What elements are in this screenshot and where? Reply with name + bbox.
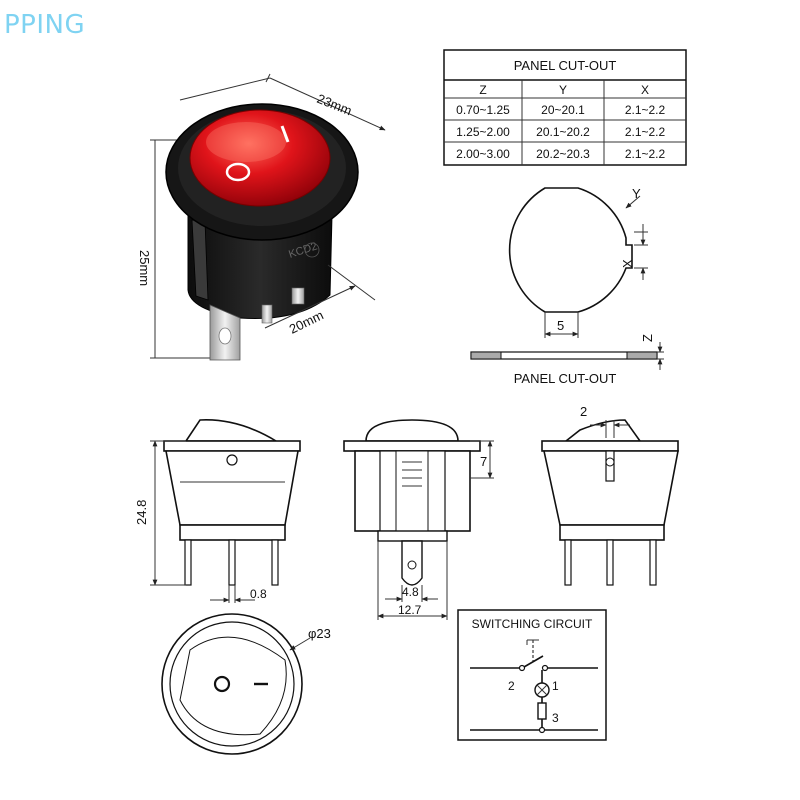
cutout-label-5: 5 <box>557 318 564 333</box>
top-view: φ23 <box>161 613 331 755</box>
terminal-pin-mid <box>261 304 273 324</box>
pin <box>606 539 614 586</box>
circuit-terminal-2: 2 <box>508 679 515 693</box>
panel-cutout-table: PANEL CUT-OUT Z Y X 0.70~1.25 20~20.1 2.… <box>443 49 687 166</box>
table-cell: 2.00~3.00 <box>456 147 510 161</box>
dim-pin-width: 0.8 <box>250 587 267 601</box>
table-header-y: Y <box>559 83 567 97</box>
right-view: 2 <box>541 404 679 586</box>
dim-line-width <box>179 77 271 101</box>
circuit-terminal-1: 1 <box>552 679 559 693</box>
dim-diameter: φ23 <box>308 626 331 641</box>
table-cell: 1.25~2.00 <box>456 125 510 139</box>
product-illustration: 23mm 25mm KCD2 20mm <box>137 73 386 361</box>
pin <box>271 539 279 586</box>
off-symbol-icon <box>213 675 231 693</box>
dim-side-7: 7 <box>480 454 487 469</box>
table-cell: 2.1~2.2 <box>625 147 666 161</box>
table-cell: 20~20.1 <box>541 103 585 117</box>
cert-mark-icon <box>304 242 320 258</box>
cutout-outline <box>508 187 633 313</box>
switching-circuit: SWITCHING CIRCUIT 2 1 3 <box>457 609 607 741</box>
pin <box>228 539 236 586</box>
table-header-x: X <box>641 83 649 97</box>
cutout-label-z: Z <box>640 334 655 342</box>
dim-line-width-2 <box>269 77 386 131</box>
on-symbol-icon <box>280 125 290 143</box>
cutout-caption: PANEL CUT-OUT <box>514 371 617 386</box>
cutout-label-y: Y <box>632 186 641 201</box>
cutout-label-x: X <box>620 259 635 268</box>
brand-watermark: PPING <box>4 10 86 40</box>
dim-height-24-8: 24.8 <box>134 500 149 525</box>
dim-terminal-4-8: 4.8 <box>402 585 419 599</box>
table-title: PANEL CUT-OUT <box>514 58 617 73</box>
dim-height-label: 25mm <box>137 250 152 286</box>
panel-cutout-drawing: Y X 5 Z PANEL CUT-OUT <box>470 186 664 386</box>
table-cell: 2.1~2.2 <box>625 125 666 139</box>
table-cell: 0.70~1.25 <box>456 103 510 117</box>
front-view: 24.8 0.8 <box>134 419 301 603</box>
dim-line-depth <box>264 285 356 329</box>
dim-width-label: 23mm <box>315 91 354 118</box>
dim-base-12-7: 12.7 <box>398 603 422 617</box>
table-cell: 20.2~20.3 <box>536 147 590 161</box>
pin <box>649 539 657 586</box>
circuit-terminal-3: 3 <box>552 711 559 725</box>
pin <box>184 539 192 586</box>
table-cell: 2.1~2.2 <box>625 103 666 117</box>
circuit-title: SWITCHING CIRCUIT <box>472 617 593 631</box>
red-rocker <box>189 109 331 207</box>
resistor-icon <box>537 702 547 720</box>
dim-offset-2: 2 <box>580 404 587 419</box>
off-symbol-icon <box>225 162 251 182</box>
side-view: 7 4.8 12.7 <box>343 419 494 620</box>
pin <box>564 539 572 586</box>
table-header-z: Z <box>479 83 486 97</box>
table-cell: 20.1~20.2 <box>536 125 590 139</box>
terminal-pin-rear <box>291 287 305 305</box>
switch-contact <box>523 655 544 668</box>
